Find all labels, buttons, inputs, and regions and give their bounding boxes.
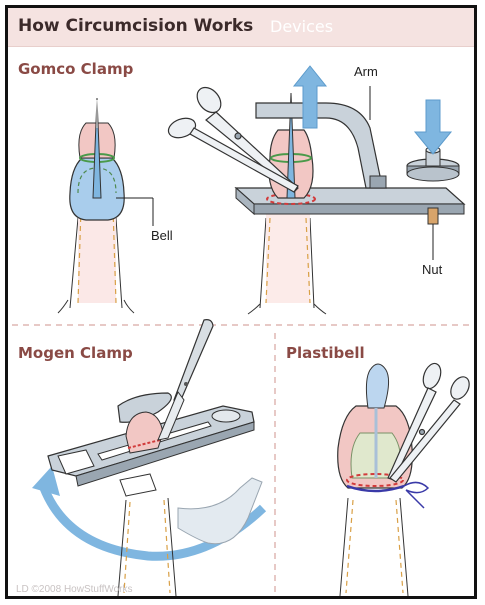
section-title-gomco: Gomco Clamp [18,60,133,78]
diagram-frame: How Circumcision Works Devices [5,5,477,599]
plastibell-illustration [338,361,473,596]
section-title-mogen: Mogen Clamp [18,344,133,362]
section-title-plastibell: Plastibell [286,344,365,362]
gomco-bell-illustration [58,98,153,313]
illustration-canvas [8,8,477,599]
gomco-clamp-illustration [166,66,464,314]
label-nut: Nut [422,262,442,277]
credit-text: LD ©2008 HowStuffWorks [16,584,133,595]
label-bell: Bell [151,228,173,243]
label-arm: Arm [354,64,378,79]
